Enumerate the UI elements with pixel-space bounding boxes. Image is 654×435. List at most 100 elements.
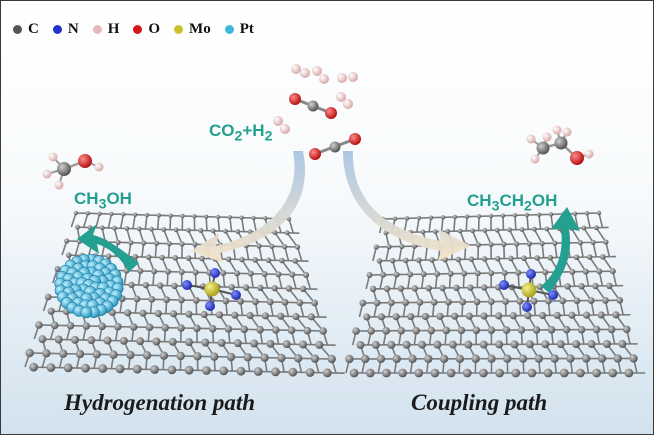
graphene-carbon-atom <box>119 336 128 345</box>
graphene-carbon-atom <box>279 257 285 264</box>
graphene-carbon-atom <box>243 353 253 362</box>
graphene-carbon-atom <box>185 310 193 318</box>
graphene-carbon-atom <box>246 311 254 320</box>
graphene-bond <box>217 216 221 232</box>
ethanol-molecule <box>526 125 594 165</box>
co2-molecule-lower <box>309 133 361 160</box>
graphene-carbon-atom <box>305 368 315 377</box>
graphene-carbon-atom <box>112 225 117 231</box>
graphene-bond <box>156 215 160 230</box>
graphene-carbon-atom <box>144 212 150 218</box>
graphene-carbon-atom <box>178 296 185 304</box>
legend-item-mo: Mo <box>174 21 211 38</box>
graphene-carbon-atom <box>44 293 52 301</box>
graphene-carbon-atom <box>430 298 438 306</box>
graphene-bond <box>82 213 89 228</box>
graphene-carbon-atom <box>465 312 473 320</box>
graphene-carbon-atom <box>202 366 211 375</box>
graphene-carbon-atom <box>532 326 541 334</box>
graphene-carbon-atom <box>252 257 259 263</box>
graphene-carbon-atom <box>252 298 259 306</box>
graphene-carbon-atom <box>587 340 596 349</box>
graphene-carbon-atom <box>518 354 528 363</box>
graphene-carbon-atom <box>524 212 530 218</box>
graphene-carbon-atom <box>200 310 208 319</box>
graphene-carbon-atom <box>199 255 205 262</box>
graphene-carbon-atom <box>171 282 178 290</box>
graphene-carbon-atom <box>220 270 227 276</box>
graphene-carbon-atom <box>369 285 377 293</box>
graphene-carbon-atom <box>284 230 290 236</box>
graphene-carbon-atom <box>73 210 79 216</box>
co2-molecule-upper <box>289 93 337 119</box>
graphene-carbon-atom <box>596 210 602 216</box>
legend-item-pt: Pt <box>224 21 254 38</box>
graphene-carbon-atom <box>227 215 233 220</box>
graphene-carbon-atom <box>109 350 118 359</box>
graphene-carbon-atom <box>445 298 452 306</box>
graphene-carbon-atom <box>266 339 275 348</box>
graphene-carbon-atom <box>288 367 298 377</box>
graphene-carbon-atom <box>186 227 191 233</box>
graphene-carbon-atom <box>457 326 466 335</box>
graphene-carbon-atom <box>224 325 233 333</box>
graphene-carbon-atom <box>225 256 232 262</box>
graphene-carbon-atom <box>606 282 613 290</box>
graphene-carbon-atom <box>534 255 540 261</box>
graphene-carbon-atom <box>366 272 373 278</box>
graphene-carbon-atom <box>502 326 511 334</box>
graphene-carbon-atom <box>192 296 200 304</box>
graphene-carbon-atom <box>392 313 400 321</box>
graphene-carbon-atom <box>487 354 496 363</box>
graphene-bond <box>70 212 77 228</box>
graphene-carbon-atom <box>210 228 216 234</box>
graphene-carbon-atom <box>387 340 396 349</box>
graphene-carbon-atom <box>612 311 620 319</box>
graphene-carbon-atom <box>98 322 106 331</box>
graphene-carbon-atom <box>185 338 194 347</box>
graphene-bond <box>595 227 607 243</box>
graphene-carbon-atom <box>479 340 488 349</box>
graphene-carbon-atom <box>319 327 327 335</box>
graphene-carbon-atom <box>609 268 616 275</box>
graphene-carbon-atom <box>464 214 470 219</box>
graphene-carbon-atom <box>418 340 427 349</box>
graphene-carbon-atom <box>481 256 488 262</box>
graphene-carbon-atom <box>407 312 415 321</box>
methanol-sub-1: 3 <box>98 196 107 213</box>
graphene-carbon-atom <box>97 211 102 216</box>
graphene-carbon-atom <box>42 349 51 358</box>
graphene-carbon-atom <box>445 228 451 234</box>
graphene-carbon-atom <box>223 228 228 234</box>
graphene-carbon-atom <box>198 228 204 233</box>
graphene-carbon-atom <box>495 340 504 349</box>
graphene-carbon-atom <box>559 297 567 305</box>
graphene-carbon-atom <box>177 324 185 332</box>
molybdenum-atom-icon <box>174 25 184 34</box>
graphene-carbon-atom <box>35 321 43 329</box>
graphene-sheet-left <box>24 210 345 378</box>
graphene-carbon-atom <box>576 368 585 378</box>
legend-label-n: N <box>67 21 79 37</box>
graphene-carbon-atom <box>577 240 583 246</box>
graphene-carbon-atom <box>159 351 169 360</box>
graphene-carbon-atom <box>132 364 142 374</box>
graphene-carbon-atom <box>503 354 512 363</box>
graphene-carbon-atom <box>416 257 422 263</box>
graphene-carbon-atom <box>387 299 395 307</box>
graphene-carbon-atom <box>47 307 55 315</box>
graphene-carbon-atom <box>272 230 278 235</box>
graphene-carbon-atom <box>389 257 396 264</box>
graphene-carbon-atom <box>141 240 147 246</box>
graphene-carbon-atom <box>193 352 202 361</box>
graphene-carbon-atom <box>451 312 459 320</box>
legend-label-h: H <box>107 21 120 37</box>
ethanol-sub-2: 2 <box>524 198 532 215</box>
graphene-carbon-atom <box>231 311 239 319</box>
graphene-carbon-atom <box>25 348 34 358</box>
graphene-carbon-atom <box>603 239 609 245</box>
legend-label-pt: Pt <box>239 21 254 37</box>
graphene-carbon-atom <box>432 229 438 235</box>
graphene-carbon-atom <box>239 215 244 220</box>
graphene-carbon-atom <box>208 324 217 333</box>
